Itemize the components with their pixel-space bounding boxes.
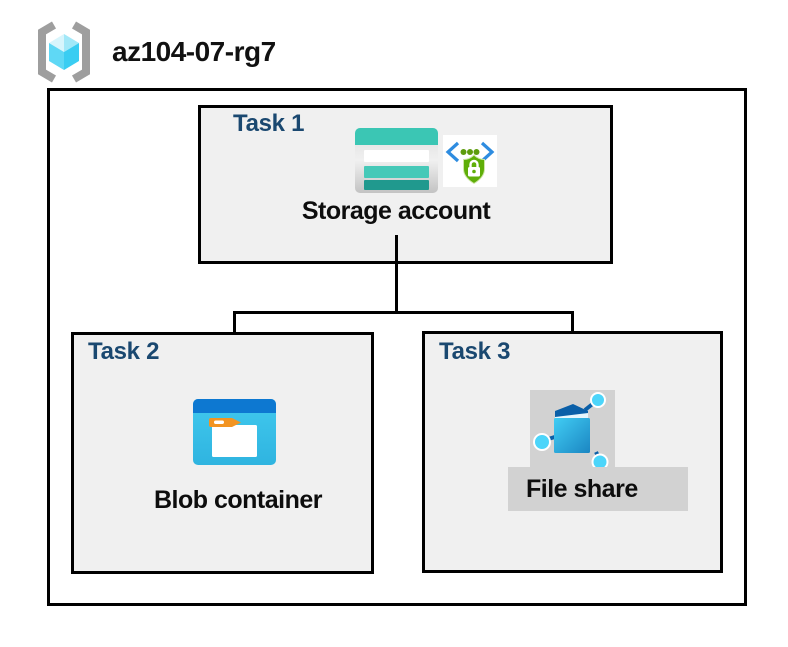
file-share-caption: File share bbox=[526, 474, 638, 503]
task3-label: Task 3 bbox=[439, 338, 511, 365]
task2-label: Task 2 bbox=[88, 338, 160, 365]
blob-container-icon bbox=[193, 399, 276, 465]
resource-group-icon bbox=[38, 21, 90, 83]
resource-group-title: az104-07-rg7 bbox=[112, 36, 276, 67]
connector-horizontal bbox=[233, 311, 574, 314]
blob-container-caption: Blob container bbox=[153, 486, 323, 514]
connector-storage-stem bbox=[395, 235, 398, 313]
task1-label: Task 1 bbox=[233, 110, 305, 137]
storage-account-icon bbox=[355, 128, 438, 193]
sas-security-icon bbox=[443, 135, 497, 187]
storage-account-caption: Storage account bbox=[301, 197, 491, 225]
file-share-caption-band: File share bbox=[508, 467, 688, 511]
file-share-icon bbox=[533, 392, 609, 471]
